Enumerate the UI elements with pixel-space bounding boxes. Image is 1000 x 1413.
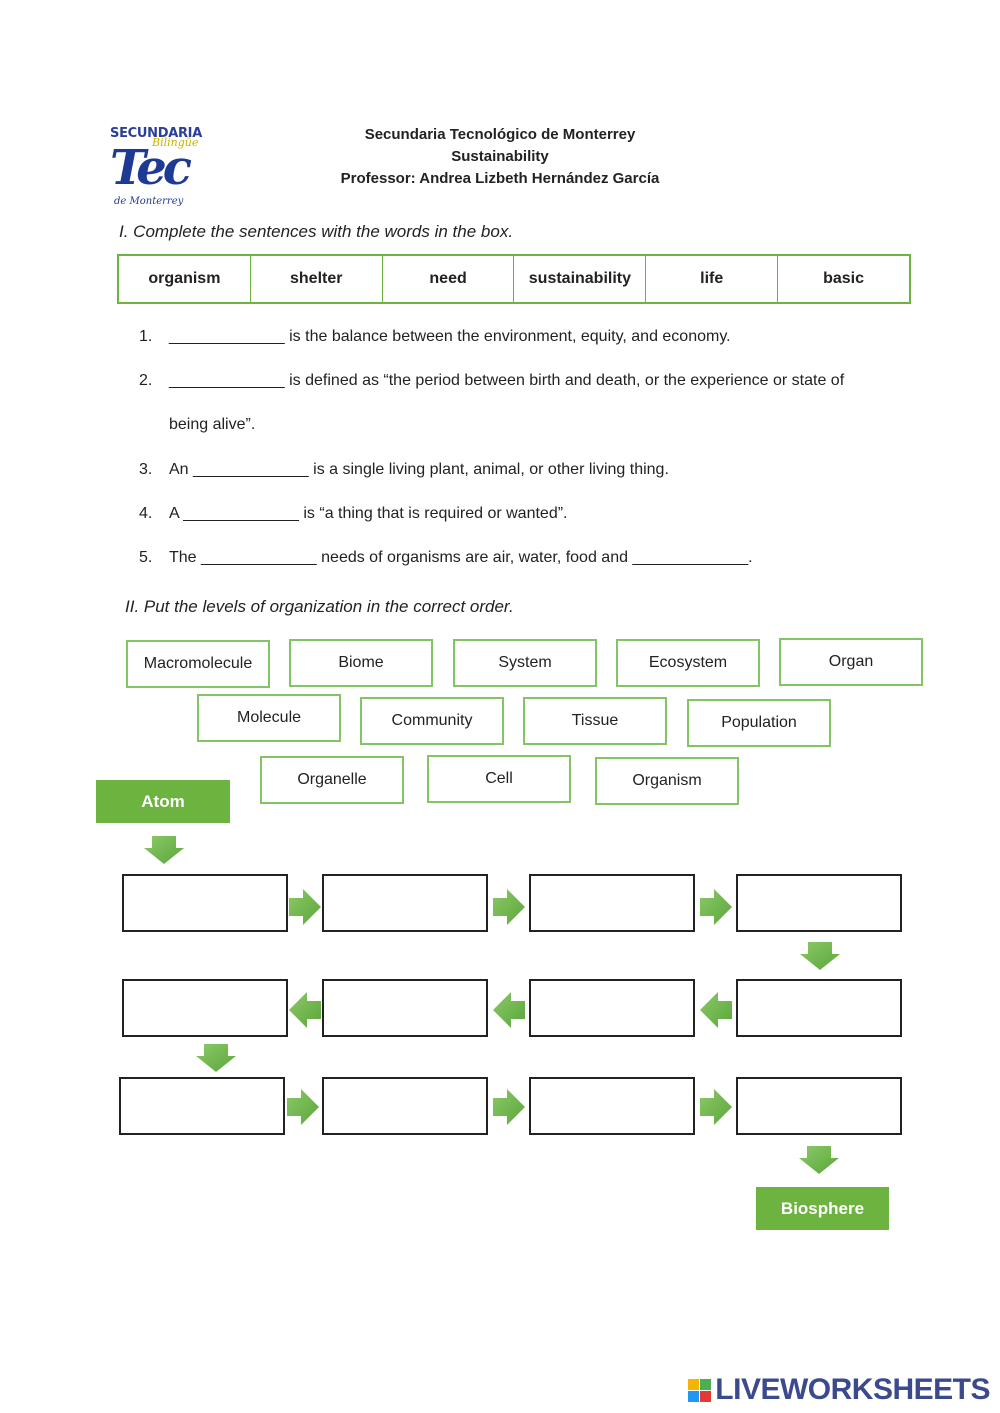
drop-slot-1[interactable] bbox=[122, 874, 288, 932]
subject-name: Sustainability bbox=[451, 148, 549, 165]
school-name: Secundaria Tecnológico de Monterrey bbox=[364, 126, 636, 143]
logo-line-secundaria: SECUNDARIA bbox=[110, 126, 202, 141]
arrow-right-icon bbox=[287, 1089, 319, 1125]
arrow-down-icon bbox=[144, 836, 184, 864]
arrow-down-icon bbox=[799, 1146, 839, 1174]
end-label-biosphere: Biosphere bbox=[756, 1187, 889, 1230]
sentence-1: 1. _____________ is the balance between t… bbox=[139, 328, 731, 346]
section2-title: II. Put the levels of organization in th… bbox=[125, 597, 514, 616]
word-box: organism shelter need sustainability lif… bbox=[117, 254, 911, 304]
tile-macromolecule[interactable]: Macromolecule bbox=[126, 640, 270, 688]
logo-line-tec: Tec bbox=[110, 140, 192, 196]
drop-slot-8[interactable] bbox=[122, 979, 288, 1037]
drop-slot-12[interactable] bbox=[736, 1077, 902, 1135]
sentence-4: 4. A _____________ is “a thing that is re… bbox=[139, 505, 568, 523]
word-box-item: life bbox=[646, 256, 779, 302]
liveworksheets-brand: LIVEWORKSHEETS bbox=[715, 1373, 990, 1406]
tile-biome[interactable]: Biome bbox=[289, 639, 433, 687]
logo-line-monterrey: de Monterrey bbox=[114, 196, 184, 207]
tile-ecosystem[interactable]: Ecosystem bbox=[616, 639, 760, 687]
sentence-text: The _____________ needs of organisms are… bbox=[169, 549, 753, 566]
sentence-2-continued: being alive”. bbox=[139, 416, 255, 434]
logo-line-bilingue: Bilingüe bbox=[152, 136, 199, 149]
arrow-left-icon bbox=[700, 992, 732, 1028]
sentence-2: 2. _____________ is defined as “the perio… bbox=[139, 372, 844, 390]
arrow-right-icon bbox=[493, 1089, 525, 1125]
drop-slot-11[interactable] bbox=[529, 1077, 695, 1135]
word-box-item: shelter bbox=[251, 256, 383, 302]
tile-tissue[interactable]: Tissue bbox=[523, 697, 667, 745]
section1-title: I. Complete the sentences with the words… bbox=[119, 222, 514, 241]
arrow-right-icon bbox=[700, 889, 732, 925]
tile-organ[interactable]: Organ bbox=[779, 638, 923, 686]
professor-name: Professor: Andrea Lizbeth Hernández Garc… bbox=[340, 170, 660, 187]
word-box-item: need bbox=[383, 256, 515, 302]
sentence-text: _____________ is defined as “the period … bbox=[169, 372, 845, 389]
tile-organism[interactable]: Organism bbox=[595, 757, 739, 805]
drop-slot-6[interactable] bbox=[529, 979, 695, 1037]
sentence-number: 2. bbox=[139, 372, 153, 389]
sentence-text: An _____________ is a single living plan… bbox=[169, 461, 669, 478]
liveworksheets-logo: LIVEWORKSHEETS bbox=[688, 1373, 990, 1407]
arrow-right-icon bbox=[700, 1089, 732, 1125]
drop-slot-9[interactable] bbox=[119, 1077, 285, 1135]
sentence-number: 4. bbox=[139, 505, 153, 522]
start-label-atom: Atom bbox=[96, 780, 230, 823]
sentence-5: 5. The _____________ needs of organisms a… bbox=[139, 549, 753, 567]
tile-cell[interactable]: Cell bbox=[427, 755, 571, 803]
tile-molecule[interactable]: Molecule bbox=[197, 694, 341, 742]
arrow-right-icon bbox=[493, 889, 525, 925]
drop-slot-3[interactable] bbox=[529, 874, 695, 932]
sentence-3: 3. An _____________ is a single living pl… bbox=[139, 461, 669, 479]
word-box-item: organism bbox=[119, 256, 251, 302]
tile-system[interactable]: System bbox=[453, 639, 597, 687]
sentence-text: being alive”. bbox=[169, 416, 256, 433]
tile-community[interactable]: Community bbox=[360, 697, 504, 745]
liveworksheets-badge-icon bbox=[688, 1378, 712, 1402]
tile-population[interactable]: Population bbox=[687, 699, 831, 747]
arrow-down-icon bbox=[800, 942, 840, 970]
sentence-number: 1. bbox=[139, 328, 153, 345]
drop-slot-4[interactable] bbox=[736, 874, 902, 932]
word-box-item: sustainability bbox=[514, 256, 647, 302]
tile-organelle[interactable]: Organelle bbox=[260, 756, 404, 804]
sentence-text: _____________ is the balance between the… bbox=[169, 328, 731, 345]
word-box-item: basic bbox=[823, 270, 865, 287]
drop-slot-5[interactable] bbox=[736, 979, 902, 1037]
sentence-text: A _____________ is “a thing that is requ… bbox=[169, 505, 568, 522]
arrow-right-icon bbox=[289, 889, 321, 925]
drop-slot-2[interactable] bbox=[322, 874, 488, 932]
arrow-left-icon bbox=[289, 992, 321, 1028]
sentence-number: 5. bbox=[139, 549, 153, 566]
sentence-number: 3. bbox=[139, 461, 153, 478]
arrow-down-icon bbox=[196, 1044, 236, 1072]
drop-slot-10[interactable] bbox=[322, 1077, 488, 1135]
arrow-left-icon bbox=[493, 992, 525, 1028]
drop-slot-7[interactable] bbox=[322, 979, 488, 1037]
document-header: Secundaria Tecnológico de Monterrey Sust… bbox=[0, 124, 1000, 190]
school-logo: SECUNDARIA Bilingüe Tec de Monterrey bbox=[108, 124, 208, 216]
